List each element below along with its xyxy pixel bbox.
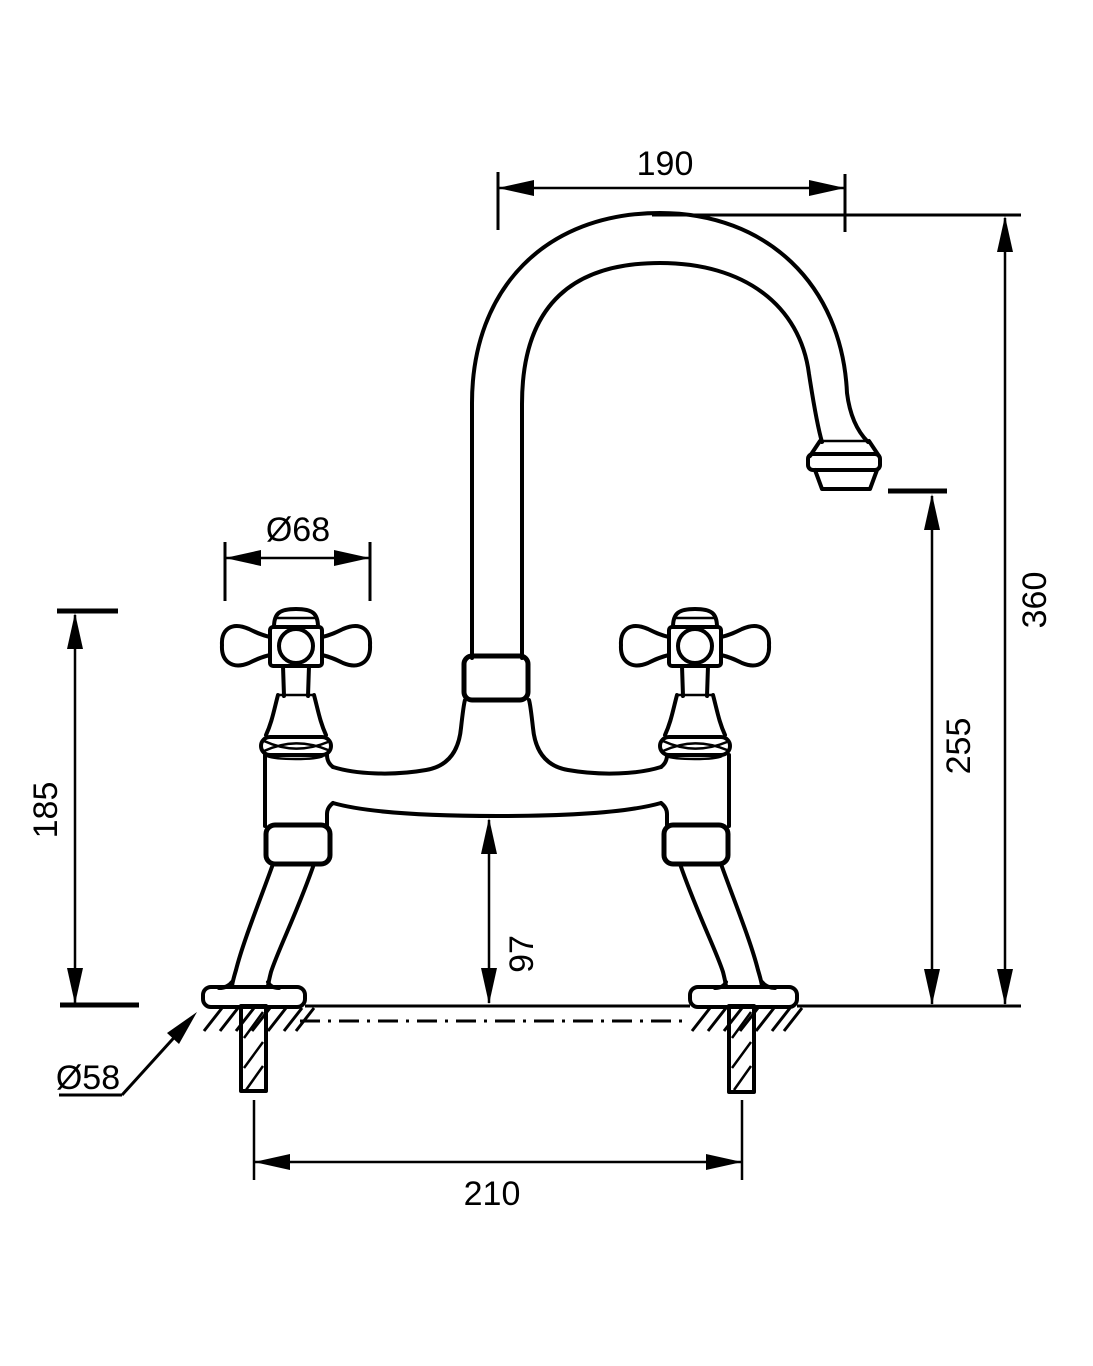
- arrow-down-icon: [924, 969, 940, 1005]
- dimension-base-diameter: Ø58: [56, 1012, 197, 1097]
- overall-height-label: 360: [1016, 572, 1054, 629]
- arrow-down-icon: [481, 968, 497, 1004]
- left-leg: [201, 822, 333, 1009]
- left-valve-inner-upper: [325, 753, 335, 769]
- dimension-outlet-height: 255: [888, 488, 978, 1005]
- spout-reach-extension-lines: [496, 172, 847, 232]
- arrow-up-icon: [67, 613, 83, 649]
- dimension-handle-diameter: Ø68: [223, 511, 372, 601]
- arrow-down-icon: [997, 969, 1013, 1005]
- dimension-spout-reach: 190: [496, 145, 847, 232]
- left-valve-inner-lower: [325, 801, 335, 828]
- bridge-bottom: [331, 801, 663, 818]
- arrow-down-icon: [67, 968, 83, 1004]
- spout-outer-curve: [470, 211, 870, 660]
- right-valve-inner-upper: [659, 753, 669, 769]
- arrow-up-icon: [997, 216, 1013, 252]
- leader-arrow-icon: [167, 1012, 197, 1044]
- arrow-up-icon: [481, 818, 497, 854]
- left-threaded-shank: [239, 1004, 268, 1093]
- bridge-top-left: [331, 698, 467, 776]
- left-leg-outer: [230, 862, 275, 989]
- left-shank-thread-lines: [242, 1011, 265, 1091]
- left-hatching: [202, 1007, 316, 1032]
- spout: [461, 211, 882, 703]
- nozzle-tip: [813, 468, 879, 491]
- bridge-top-right: [527, 698, 663, 776]
- left-handle: [219, 607, 373, 761]
- right-handle-dome: [671, 607, 719, 629]
- arrow-up-icon: [924, 494, 940, 530]
- outlet-height-label: 255: [940, 718, 978, 775]
- bridge-body: [263, 698, 731, 828]
- right-handle-index-disc: [676, 627, 714, 665]
- clearance-label: 97: [503, 935, 541, 973]
- spout-inner-curve: [520, 261, 824, 660]
- handle-diameter-label: Ø68: [266, 511, 330, 549]
- handle-diameter-extension-lines: [223, 542, 372, 601]
- left-handle-right-lobe: [320, 624, 373, 668]
- arrow-right-icon: [334, 550, 370, 566]
- spout-swivel-nut: [461, 653, 531, 703]
- right-collar-ring: [658, 735, 732, 757]
- dimension-overall-height: 360: [652, 213, 1054, 1005]
- right-handle: [618, 607, 772, 761]
- right-leg: [661, 822, 799, 1009]
- right-handle-right-lobe: [719, 624, 772, 668]
- left-handle-stem: [281, 664, 311, 698]
- left-collar-ring: [259, 735, 333, 757]
- right-handle-left-lobe: [618, 624, 671, 668]
- right-valve-inner-lower: [659, 801, 669, 828]
- dimension-clearance-height: 97: [481, 818, 541, 1004]
- right-hatching: [690, 1007, 804, 1032]
- left-handle-index-disc: [277, 627, 315, 665]
- left-handle-dome: [272, 607, 320, 629]
- left-handle-left-lobe: [219, 624, 272, 668]
- counter-surface: [202, 1004, 1021, 1094]
- arrow-left-icon: [254, 1154, 290, 1170]
- spout-reach-label: 190: [637, 145, 694, 183]
- right-bonnet: [663, 693, 727, 737]
- nozzle-collar: [806, 452, 882, 472]
- right-union-nut: [661, 822, 731, 867]
- arrow-right-icon: [706, 1154, 742, 1170]
- right-threaded-shank: [727, 1004, 756, 1094]
- left-collar-under-line: [266, 754, 324, 761]
- arrow-right-icon: [809, 180, 845, 196]
- right-handle-stem: [680, 664, 710, 698]
- right-leg-inner: [678, 862, 728, 989]
- left-bonnet: [264, 693, 328, 737]
- left-leg-inner: [266, 862, 316, 989]
- right-collar-rope-pattern: [662, 739, 728, 753]
- base-diameter-label: Ø58: [56, 1059, 120, 1097]
- left-collar-rope-pattern: [263, 739, 329, 753]
- hole-centres-extension-lines: [252, 1100, 744, 1180]
- arrow-left-icon: [498, 180, 534, 196]
- dimension-hole-centres: 210: [252, 1100, 744, 1213]
- right-collar-under-line: [665, 754, 723, 761]
- right-shank-thread-lines: [730, 1011, 753, 1091]
- dimension-handle-height: 185: [27, 608, 139, 1008]
- left-union-nut: [263, 822, 333, 867]
- right-leg-outer: [719, 862, 764, 989]
- hole-centres-label: 210: [464, 1175, 521, 1213]
- handle-height-label: 185: [27, 782, 65, 839]
- arrow-left-icon: [225, 550, 261, 566]
